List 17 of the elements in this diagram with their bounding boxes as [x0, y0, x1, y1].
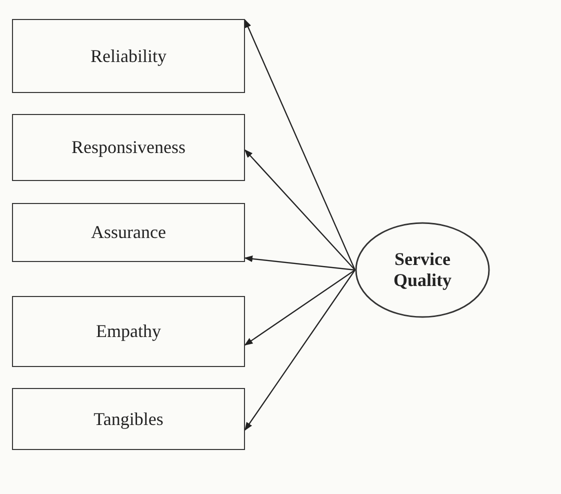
node-label: Service Quality — [392, 249, 452, 291]
arrow — [244, 270, 356, 346]
node-label: Empathy — [96, 321, 161, 342]
arrow — [244, 19, 356, 270]
dimension-box — [12, 114, 245, 181]
arrow — [244, 255, 356, 271]
dimension-box — [12, 203, 245, 262]
node-label: Responsiveness — [72, 137, 186, 158]
node-label: Reliability — [90, 46, 166, 66]
node-label: Assurance — [91, 222, 166, 243]
node-label: Tangibles — [94, 408, 164, 430]
construct-ellipse — [355, 222, 490, 318]
arrow — [244, 149, 356, 270]
arrow — [244, 270, 356, 431]
dimension-box — [12, 19, 245, 93]
dimension-box — [12, 388, 245, 450]
dimension-box — [12, 296, 245, 367]
